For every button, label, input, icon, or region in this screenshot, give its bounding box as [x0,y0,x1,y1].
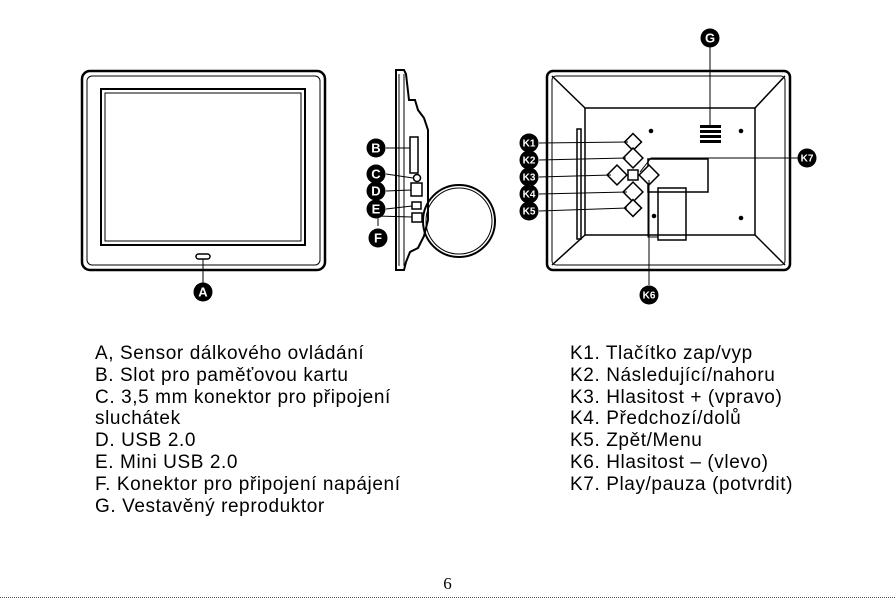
callout-k4: K4 [519,184,539,204]
headphone-jack [412,173,422,183]
legend-item-c: C. 3,5 mm konektor pro připojení [95,386,391,408]
svg-text:K2: K2 [523,156,536,167]
svg-text:K5: K5 [523,207,536,218]
svg-text:K4: K4 [523,190,536,201]
bottom-divider [0,597,895,598]
legend-item-d: D. USB 2.0 [95,430,197,452]
svg-text:K1: K1 [523,139,536,150]
legend-item-b: B. Slot pro paměťovou kartu [95,364,349,386]
callout-k3: K3 [519,167,539,187]
svg-text:F: F [374,231,382,246]
usb-port [410,182,423,197]
callout-c: C [366,164,386,184]
svg-text:K3: K3 [523,173,536,184]
legend-left: A, Sensor dálkového ovládání B. Slot pro… [95,343,401,517]
legend-item-k6: K6. Hlasitost – (vlevo) [570,451,769,473]
back-leaders [538,47,798,285]
callout-f: F [368,228,388,248]
button-k5 [623,198,643,218]
back-buttons [606,132,660,218]
power-connector [411,212,423,223]
front-view [80,69,327,284]
legend-item-k5: K5. Zpět/Menu [570,430,703,452]
callout-k1: K1 [519,133,539,153]
callout-a: A [193,282,213,302]
callout-e: E [366,199,386,219]
callout-b: B [366,138,386,158]
callout-g: G [700,28,720,48]
page-number: 6 [443,574,452,593]
legend-item-c-cont: sluchátek [95,408,181,430]
svg-text:C: C [371,167,381,182]
legend-right: K1. Tlačítko zap/vyp K2. Následující/nah… [570,343,793,496]
legend-item-k7: K7. Play/pauza (potvrdit) [570,473,794,495]
svg-text:E: E [372,202,381,217]
callout-k2: K2 [519,150,539,170]
side-profile [395,69,429,271]
legend-item-k3: K3. Hlasitost + (vpravo) [570,386,783,408]
legend-item-f: F. Konektor pro připojení napájení [95,473,401,495]
button-k4 [622,181,644,203]
front-frame-inner [86,75,321,266]
legend-item-e: E. Mini USB 2.0 [95,451,239,473]
back-panel [584,107,756,236]
callout-d: D [366,181,386,201]
svg-text:B: B [371,141,380,156]
legend-item-g: G. Vestavěný reproduktor [95,495,325,517]
svg-text:A: A [198,285,208,300]
callout-k7: K7 [797,148,817,168]
front-screen-bezel [100,88,306,246]
back-frame-outer [545,69,792,272]
legend-item-k4: K4. Předchozí/dolů [570,408,742,430]
legend-item-a: A, Sensor dálkového ovládání [95,343,365,364]
button-k3 [638,164,660,186]
svg-text:D: D [371,184,380,199]
callout-k6: K6 [639,285,659,305]
side-view [377,69,496,271]
stand-ring [422,184,496,258]
button-k7 [627,169,639,181]
remote-sensor [195,253,211,260]
memory-card-slot [409,136,419,174]
button-k2 [622,147,644,169]
svg-text:K6: K6 [643,291,656,302]
side-grip [576,128,582,240]
button-k6 [606,164,628,186]
built-in-speaker [700,125,721,143]
svg-text:G: G [705,31,715,46]
device-diagram: A B C D E F G K1 K2 K3 K4 K5 [80,28,817,305]
svg-text:K7: K7 [801,154,814,165]
legend-item-k2: K2. Následující/nahoru [570,364,776,386]
back-view [545,69,792,272]
front-frame-outer [80,69,327,272]
callout-k5: K5 [519,201,539,221]
front-screen [104,92,302,242]
mini-usb-port [411,201,422,210]
button-k1 [623,132,643,152]
stand-leg [657,187,687,241]
legend-item-k1: K1. Tlačítko zap/vyp [570,343,753,364]
